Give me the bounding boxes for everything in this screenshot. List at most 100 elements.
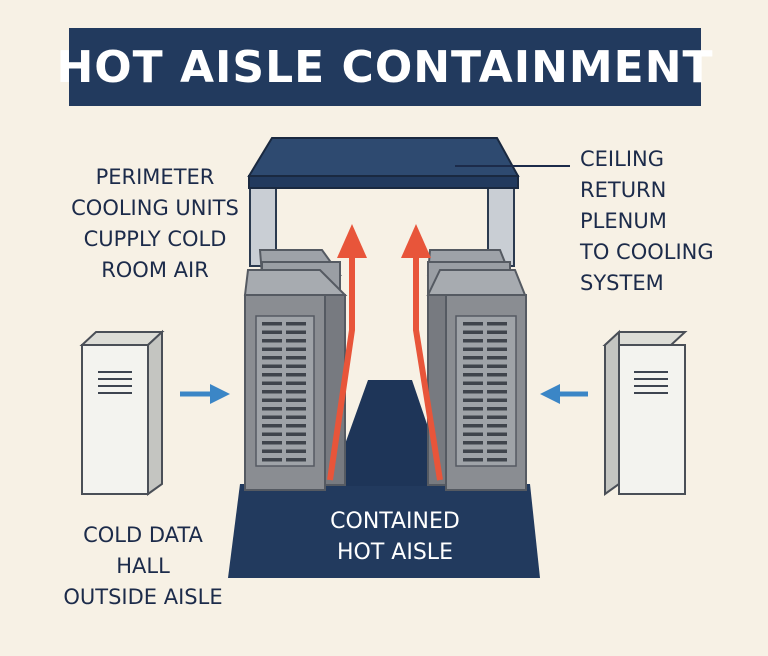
cold-air-arrow-right (540, 384, 588, 404)
vent-slat (262, 373, 282, 377)
vent-slat (262, 339, 282, 343)
vent-slat (286, 364, 306, 368)
vent-slat (262, 364, 282, 368)
right-server-racks (426, 249, 527, 491)
vent-slat (463, 330, 483, 334)
vent-slat (286, 432, 306, 436)
hot-air-arrow-left (327, 224, 367, 481)
vent-slat (463, 398, 483, 402)
vent-slat (463, 381, 483, 385)
cold-air-arrow-left (180, 384, 230, 404)
vent-slat (286, 415, 306, 419)
vent-slat (487, 373, 507, 377)
vent-slat (286, 407, 306, 411)
vent-slat (487, 364, 507, 368)
vent-slat (463, 364, 483, 368)
vent-slat (262, 432, 282, 436)
vent-slat (463, 424, 483, 428)
vent-slat (286, 322, 306, 326)
vent-slat (262, 381, 282, 385)
left-cooling-unit (79, 329, 165, 496)
vent-slat (262, 330, 282, 334)
vent-slat (487, 356, 507, 360)
hot-air-arrow-right (401, 224, 443, 481)
ceiling-line-3: PLENUM (580, 209, 667, 233)
perimeter-line-1: PERIMETER (95, 165, 215, 189)
vent-slat (286, 390, 306, 394)
vent-slat (463, 322, 483, 326)
perimeter-cooling-label: PERIMETER COOLING UNITS CUPPLY COLD ROOM… (70, 162, 240, 286)
vent-slat (463, 390, 483, 394)
vent-slat (286, 458, 306, 462)
vent-slat (262, 415, 282, 419)
left-rack-vents (262, 322, 306, 462)
right-rack-vents (463, 322, 507, 462)
vent-slat (463, 458, 483, 462)
vent-slat (463, 356, 483, 360)
vent-slat (463, 441, 483, 445)
vent-slat (262, 390, 282, 394)
vent-slat (286, 441, 306, 445)
vent-slat (487, 339, 507, 343)
vent-slat (262, 398, 282, 402)
vent-slat (487, 449, 507, 453)
perimeter-line-3: CUPPLY COLD (83, 227, 227, 251)
vent-slat (463, 432, 483, 436)
contained-hot-aisle-label: CONTAINED HOT AISLE (270, 506, 520, 568)
vent-slat (487, 432, 507, 436)
vent-slat (463, 347, 483, 351)
cold-data-hall-label: COLD DATA HALL OUTSIDE AISLE (48, 520, 238, 613)
perimeter-line-4: ROOM AIR (101, 258, 209, 282)
vent-slat (487, 415, 507, 419)
vent-slat (487, 441, 507, 445)
contained-line-2: HOT AISLE (337, 540, 453, 565)
vent-slat (487, 407, 507, 411)
ceiling-plenum (247, 137, 520, 267)
vent-slat (487, 330, 507, 334)
vent-slat (463, 339, 483, 343)
perimeter-line-2: COOLING UNITS (71, 196, 239, 220)
vent-slat (262, 449, 282, 453)
vent-slat (262, 424, 282, 428)
left-server-racks (243, 249, 348, 491)
vent-slat (463, 449, 483, 453)
vent-slat (463, 415, 483, 419)
cold-hall-line-1: COLD DATA (83, 523, 203, 547)
ceiling-line-1: CEILING (580, 147, 664, 171)
cold-hall-line-3: OUTSIDE AISLE (63, 585, 223, 609)
vent-slat (262, 407, 282, 411)
vent-slat (286, 356, 306, 360)
contained-line-1: CONTAINED (330, 509, 460, 534)
vent-slat (262, 441, 282, 445)
floor-platform (228, 484, 540, 578)
vent-slat (286, 424, 306, 428)
vent-slat (262, 458, 282, 462)
vent-slat (286, 339, 306, 343)
vent-slat (286, 330, 306, 334)
vent-slat (286, 398, 306, 402)
page-title: HOT AISLE CONTAINMENT (56, 41, 714, 93)
hot-aisle-floor (330, 380, 448, 486)
vent-slat (487, 458, 507, 462)
cold-hall-line-2: HALL (116, 554, 170, 578)
vent-slat (286, 381, 306, 385)
title-banner (69, 28, 701, 106)
vent-slat (286, 449, 306, 453)
vent-slat (262, 347, 282, 351)
ceiling-line-5: SYSTEM (580, 271, 664, 295)
right-cooling-unit (602, 329, 688, 496)
vent-slat (487, 322, 507, 326)
vent-slat (487, 347, 507, 351)
vent-slat (463, 407, 483, 411)
vent-slat (487, 398, 507, 402)
vent-slat (487, 390, 507, 394)
vent-slat (487, 381, 507, 385)
ceiling-line-4: TO COOLING (580, 240, 714, 264)
vent-slat (286, 347, 306, 351)
ceiling-plenum-label: CEILING RETURN PLENUM TO COOLING SYSTEM (580, 144, 714, 299)
title-bar: HOT AISLE CONTAINMENT (56, 28, 712, 106)
ceiling-line-2: RETURN (580, 178, 667, 202)
vent-slat (286, 373, 306, 377)
vent-slat (262, 322, 282, 326)
